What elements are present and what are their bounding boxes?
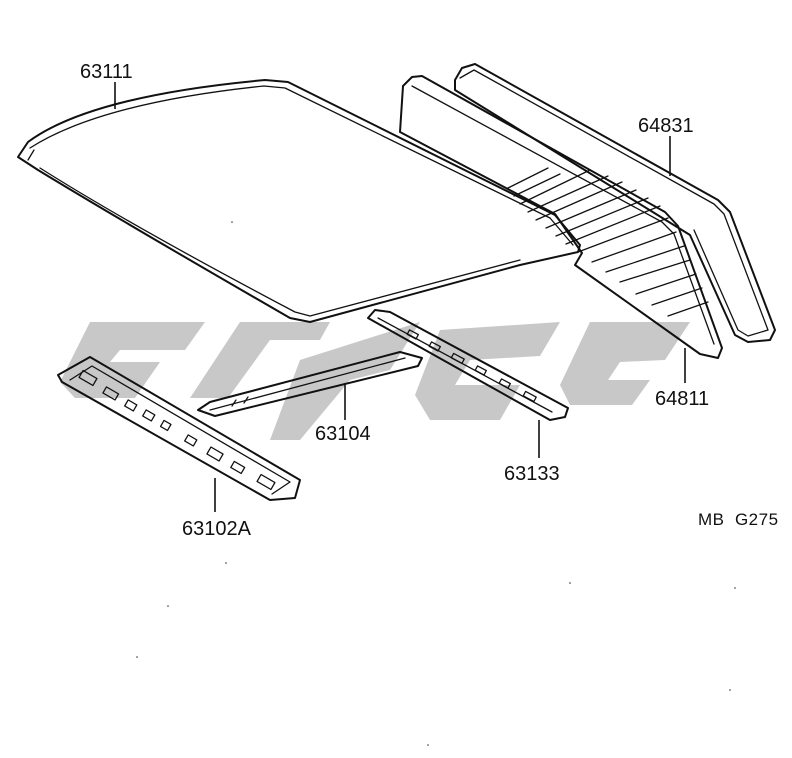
defroster-lines	[507, 167, 709, 317]
callout-63102A: 63102A	[182, 518, 252, 540]
drawing-code: MB G275	[698, 510, 779, 529]
callout-63111: 63111	[80, 61, 133, 83]
roof-panel[interactable]	[17, 79, 581, 323]
roof-bow[interactable]	[197, 351, 423, 417]
callout-64831: 64831	[638, 115, 694, 137]
front-roof-rail[interactable]	[57, 356, 301, 501]
callout-64811: 64811	[655, 388, 709, 410]
scan-specks	[136, 221, 736, 746]
watermark-logo	[60, 322, 690, 440]
glass-weatherstrip[interactable]	[454, 63, 776, 343]
callout-63133: 63133	[504, 463, 560, 485]
rear-roof-rail[interactable]	[367, 309, 569, 421]
back-window-glass[interactable]	[399, 75, 723, 359]
callout-63104: 63104	[315, 423, 371, 445]
